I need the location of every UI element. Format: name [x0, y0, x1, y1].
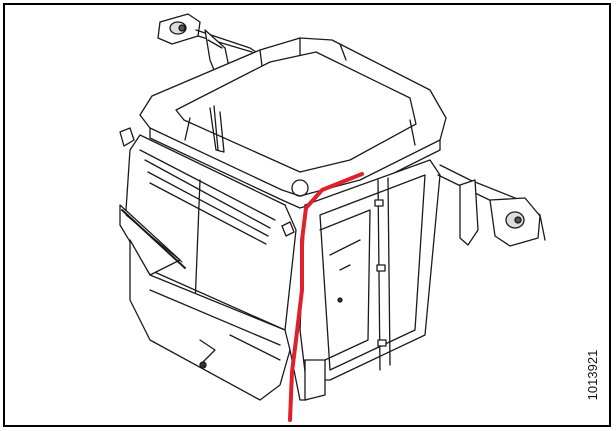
figure-id-text: 1013921	[585, 349, 600, 401]
left-handle	[119, 127, 295, 237]
windshield	[119, 134, 297, 331]
cab-roof	[139, 37, 447, 209]
highlight-route	[288, 172, 364, 422]
front-lower-panel	[129, 239, 291, 401]
figure-id-label: 1013921	[585, 330, 601, 420]
right-mirror	[437, 164, 546, 247]
side-door	[289, 159, 441, 401]
rear-pillar	[209, 105, 225, 153]
